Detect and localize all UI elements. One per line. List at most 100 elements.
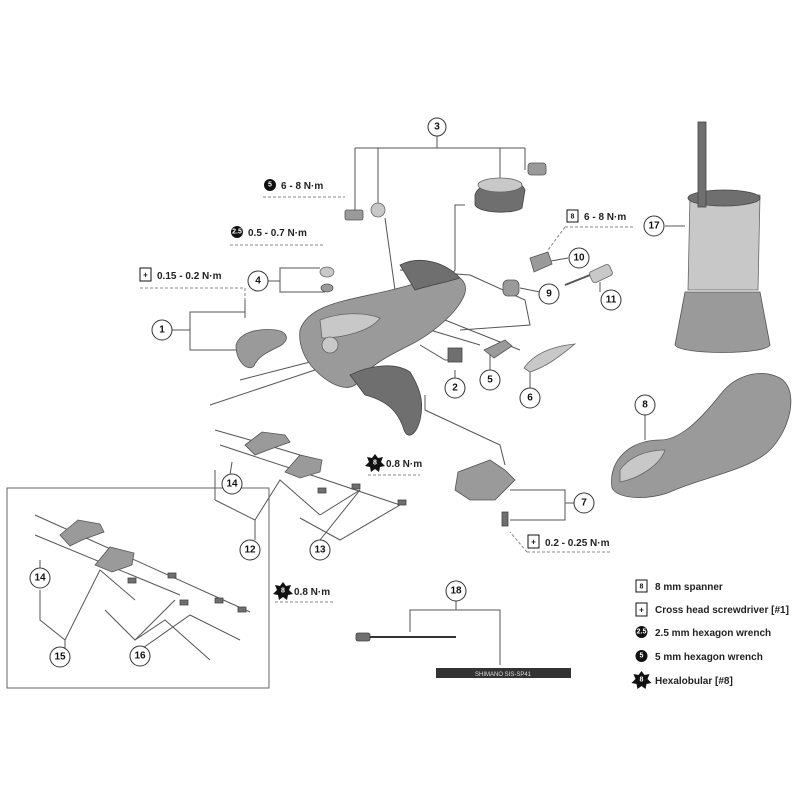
svg-text:5: 5 (640, 653, 644, 660)
callout-16: 16 (129, 645, 151, 667)
parts-14-12-13-upper (244, 431, 407, 506)
torque-cross-head-top: + 0.15 - 0.2 N·m (139, 267, 222, 282)
parts-14-15-16-inset (59, 519, 247, 613)
svg-text:7: 7 (581, 498, 587, 509)
callout-2: 2 (444, 377, 466, 399)
screwdriver-icon (139, 267, 152, 282)
torque-hexalobular-inset: 8 0.8 N·m (273, 582, 330, 600)
svg-text:2: 2 (452, 383, 458, 394)
svg-text:+: + (531, 538, 536, 547)
callout-8: 8 (634, 394, 656, 416)
svg-text:1: 1 (159, 325, 165, 336)
callout-11: 11 (600, 289, 622, 311)
part-8-hood (611, 373, 792, 498)
svg-text:+: + (143, 271, 148, 280)
svg-text:14: 14 (226, 479, 238, 490)
spanner-icon (566, 209, 579, 223)
svg-text:2.5: 2.5 (637, 629, 647, 636)
torque-5mm-hex: 5 6 - 8 N·m (264, 179, 323, 192)
hex-wrench-5-icon (264, 179, 276, 191)
svg-text:8: 8 (571, 214, 575, 221)
part-4-washer (319, 266, 335, 293)
callout-10: 10 (568, 247, 590, 269)
svg-text:2.5 mm hexagon wrench: 2.5 mm hexagon wrench (655, 628, 771, 639)
torque-hexalobular-upper: 8 0.8 N·m (365, 454, 422, 472)
svg-text:Cross head screwdriver [#1]: Cross head screwdriver [#1] (655, 605, 789, 616)
hexalobular-icon (631, 671, 652, 689)
callout-13: 13 (309, 539, 331, 561)
svg-text:11: 11 (606, 295, 617, 306)
hex-wrench-2-5-icon (635, 626, 648, 638)
legend-item-hex-2-5: 2.5 2.5 mm hexagon wrench (635, 626, 771, 639)
svg-text:8: 8 (281, 588, 285, 595)
callout-15: 15 (49, 646, 71, 668)
main-lever-body (299, 259, 466, 436)
svg-text:5: 5 (268, 182, 272, 189)
callout-14-inset: 14 (29, 567, 51, 589)
svg-text:6 - 8 N·m: 6 - 8 N·m (281, 181, 323, 192)
spanner-icon (635, 579, 648, 593)
callout-3: 3 (427, 117, 447, 137)
part-2-pin (447, 347, 463, 363)
screwdriver-icon (635, 602, 648, 617)
svg-text:10: 10 (573, 253, 585, 264)
screwdriver-icon (527, 534, 540, 549)
part-17-grease-pot (674, 121, 771, 353)
legend-item-spanner: 8 8 mm spanner (635, 579, 723, 593)
legend-item-screwdriver: + Cross head screwdriver [#1] (635, 602, 789, 617)
svg-text:8: 8 (642, 400, 648, 411)
inset-frame (6, 487, 270, 689)
svg-text:0.2 - 0.25 N·m: 0.2 - 0.25 N·m (545, 538, 610, 549)
svg-text:18: 18 (450, 586, 462, 597)
torque-labels: 5 6 - 8 N·m 2.5 0.5 - 0.7 N·m + 0.15 - 0… (139, 179, 626, 600)
part-6-lever (523, 343, 577, 373)
callout-9: 9 (538, 283, 560, 305)
svg-text:0.5 - 0.7 N·m: 0.5 - 0.7 N·m (248, 228, 307, 239)
cable-print-text: SHIMANO SIS-SP41 (475, 672, 532, 678)
svg-text:0.15 - 0.2 N·m: 0.15 - 0.2 N·m (157, 271, 222, 282)
callout-5: 5 (479, 369, 501, 391)
svg-text:0.8 N·m: 0.8 N·m (294, 587, 330, 598)
hex-wrench-2-5-icon (231, 226, 243, 238)
callouts: 3 17 10 4 9 11 1 2 5 6 8 14 7 12 13 14 1… (29, 117, 665, 668)
svg-text:17: 17 (648, 221, 660, 232)
svg-text:5: 5 (487, 375, 493, 386)
svg-text:Hexalobular [#8]: Hexalobular [#8] (655, 676, 733, 687)
svg-text:13: 13 (314, 545, 326, 556)
svg-text:4: 4 (255, 276, 261, 287)
svg-text:8: 8 (640, 677, 644, 684)
svg-text:8 mm spanner: 8 mm spanner (655, 582, 723, 593)
svg-text:9: 9 (546, 289, 552, 300)
part-3-clamp (344, 162, 547, 221)
hexalobular-icon (365, 454, 385, 472)
svg-text:16: 16 (134, 651, 146, 662)
callout-7: 7 (573, 492, 595, 514)
torque-spanner: 8 6 - 8 N·m (566, 209, 626, 223)
callout-4: 4 (247, 270, 269, 292)
part-7-plate (454, 459, 516, 527)
legend-item-hexalobular: 8 Hexalobular [#8] (631, 671, 733, 689)
torque-2-5mm-hex: 2.5 0.5 - 0.7 N·m (231, 226, 307, 239)
callout-14-upper: 14 (221, 473, 243, 495)
svg-text:5 mm hexagon wrench: 5 mm hexagon wrench (655, 652, 763, 663)
callout-6: 6 (519, 387, 541, 409)
svg-text:3: 3 (434, 122, 440, 133)
part-5-lever (483, 339, 513, 359)
callout-1: 1 (151, 319, 173, 341)
hexalobular-icon (273, 582, 293, 600)
torque-cross-head-bottom: + 0.2 - 0.25 N·m (527, 534, 610, 549)
svg-text:12: 12 (244, 545, 256, 556)
svg-text:6 - 8 N·m: 6 - 8 N·m (584, 212, 626, 223)
svg-text:6: 6 (527, 393, 533, 404)
torque-dashed-lines (140, 196, 635, 603)
svg-text:14: 14 (34, 573, 46, 584)
callout-17: 17 (643, 215, 665, 237)
callout-18: 18 (445, 580, 467, 602)
svg-text:8: 8 (640, 584, 644, 591)
tool-legend: 8 8 mm spanner + Cross head screwdriver … (631, 579, 789, 689)
svg-text:15: 15 (54, 652, 66, 663)
callout-12: 12 (239, 539, 261, 561)
svg-text:2.5: 2.5 (232, 229, 242, 236)
svg-text:+: + (639, 606, 644, 615)
